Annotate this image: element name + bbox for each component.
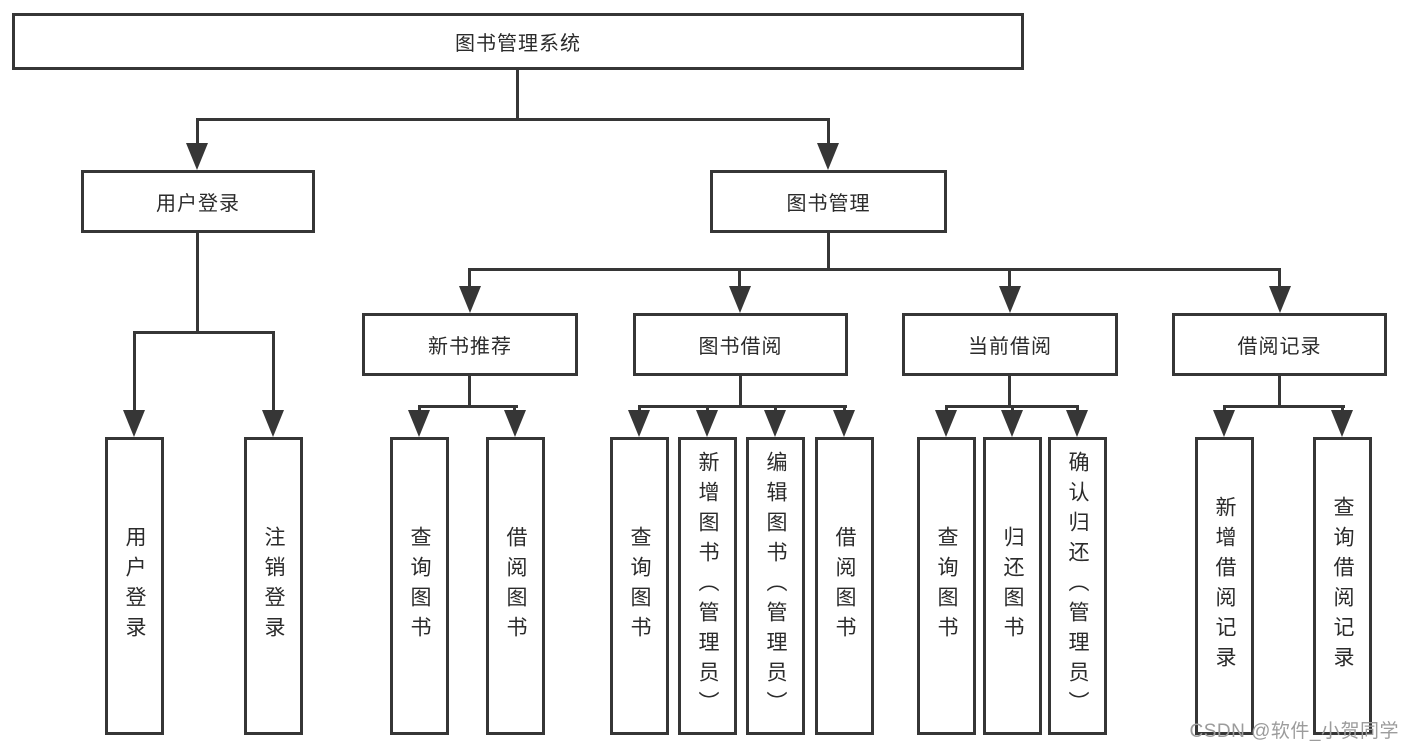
arrow-down-icon: [817, 143, 839, 170]
node-new-book-recommendation: 新书推荐: [362, 313, 578, 376]
node-confirm-return-admin: 确认归还（管理员）: [1048, 437, 1107, 735]
node-label: 查询图书: [935, 526, 958, 646]
connector-line: [196, 118, 830, 121]
node-user-login-group: 用户登录: [81, 170, 315, 233]
connector-line: [827, 233, 830, 268]
connector-line: [1008, 271, 1011, 289]
connector-line: [738, 271, 741, 289]
connector-line: [196, 233, 199, 333]
connector-line: [1278, 271, 1281, 289]
arrow-down-icon: [408, 410, 430, 437]
connector-line: [516, 70, 519, 118]
arrow-down-icon: [628, 410, 650, 437]
arrow-down-icon: [935, 410, 957, 437]
node-query-books-3: 查询图书: [917, 437, 976, 735]
connector-line: [1278, 376, 1281, 405]
arrow-down-icon: [1001, 410, 1023, 437]
node-label: 编辑图书（管理员）: [764, 451, 787, 721]
arrow-down-icon: [459, 286, 481, 313]
node-borrowing-records: 借阅记录: [1172, 313, 1387, 376]
node-query-books-2: 查询图书: [610, 437, 669, 735]
connector-line: [1223, 405, 1345, 408]
connector-line: [945, 405, 1079, 408]
node-label: 新增借阅记录: [1213, 496, 1236, 676]
arrow-down-icon: [1269, 286, 1291, 313]
node-label: 查询图书: [628, 526, 651, 646]
connector-line: [827, 121, 830, 147]
connector-line: [1008, 376, 1011, 405]
arrow-down-icon: [1213, 410, 1235, 437]
arrow-down-icon: [999, 286, 1021, 313]
node-edit-books-admin: 编辑图书（管理员）: [746, 437, 805, 735]
node-label: 查询借阅记录: [1331, 496, 1354, 676]
arrow-down-icon: [262, 410, 284, 437]
connector-line: [468, 376, 471, 405]
node-book-management: 图书管理: [710, 170, 947, 233]
node-borrow-books-1: 借阅图书: [486, 437, 545, 735]
arrow-down-icon: [504, 410, 526, 437]
node-label: 新书推荐: [428, 336, 512, 358]
connector-line: [272, 334, 275, 414]
arrow-down-icon: [1066, 410, 1088, 437]
connector-line: [638, 405, 847, 408]
connector-line: [133, 331, 275, 334]
arrow-down-icon: [696, 410, 718, 437]
node-logout: 注销登录: [244, 437, 303, 735]
connector-line: [133, 334, 136, 414]
node-user-login: 用户登录: [105, 437, 164, 735]
node-label: 用户登录: [156, 193, 240, 215]
node-current-borrowing: 当前借阅: [902, 313, 1118, 376]
arrow-down-icon: [123, 410, 145, 437]
node-library-management-system: 图书管理系统: [12, 13, 1024, 70]
connector-line: [468, 271, 471, 289]
node-label: 用户登录: [123, 526, 146, 646]
node-label: 借阅图书: [504, 526, 527, 646]
csdn-watermark: CSDN @软件_小贺同学: [1189, 721, 1399, 742]
node-label: 当前借阅: [968, 336, 1052, 358]
node-label: 确认归还（管理员）: [1066, 451, 1089, 721]
node-label: 图书借阅: [698, 336, 783, 358]
node-label: 查询图书: [408, 526, 431, 646]
node-query-borrow-record: 查询借阅记录: [1313, 437, 1372, 735]
node-add-borrow-record: 新增借阅记录: [1195, 437, 1254, 735]
node-book-borrowing: 图书借阅: [633, 313, 848, 376]
connector-line: [196, 121, 199, 147]
connector-line: [418, 405, 518, 408]
connector-line: [739, 376, 742, 405]
node-label: 借阅图书: [833, 526, 856, 646]
node-label: 注销登录: [262, 526, 285, 646]
node-return-books: 归还图书: [983, 437, 1042, 735]
node-add-books-admin: 新增图书（管理员）: [678, 437, 737, 735]
node-label: 归还图书: [1001, 526, 1024, 646]
arrow-down-icon: [833, 410, 855, 437]
arrow-down-icon: [729, 286, 751, 313]
node-label: 图书管理系统: [455, 33, 581, 55]
connector-line: [468, 268, 1281, 271]
node-label: 图书管理: [786, 193, 871, 215]
node-label: 新增图书（管理员）: [696, 451, 719, 721]
node-borrow-books-2: 借阅图书: [815, 437, 874, 735]
node-query-books-1: 查询图书: [390, 437, 449, 735]
arrow-down-icon: [186, 143, 208, 170]
node-label: 借阅记录: [1237, 336, 1322, 358]
arrow-down-icon: [1331, 410, 1353, 437]
arrow-down-icon: [764, 410, 786, 437]
